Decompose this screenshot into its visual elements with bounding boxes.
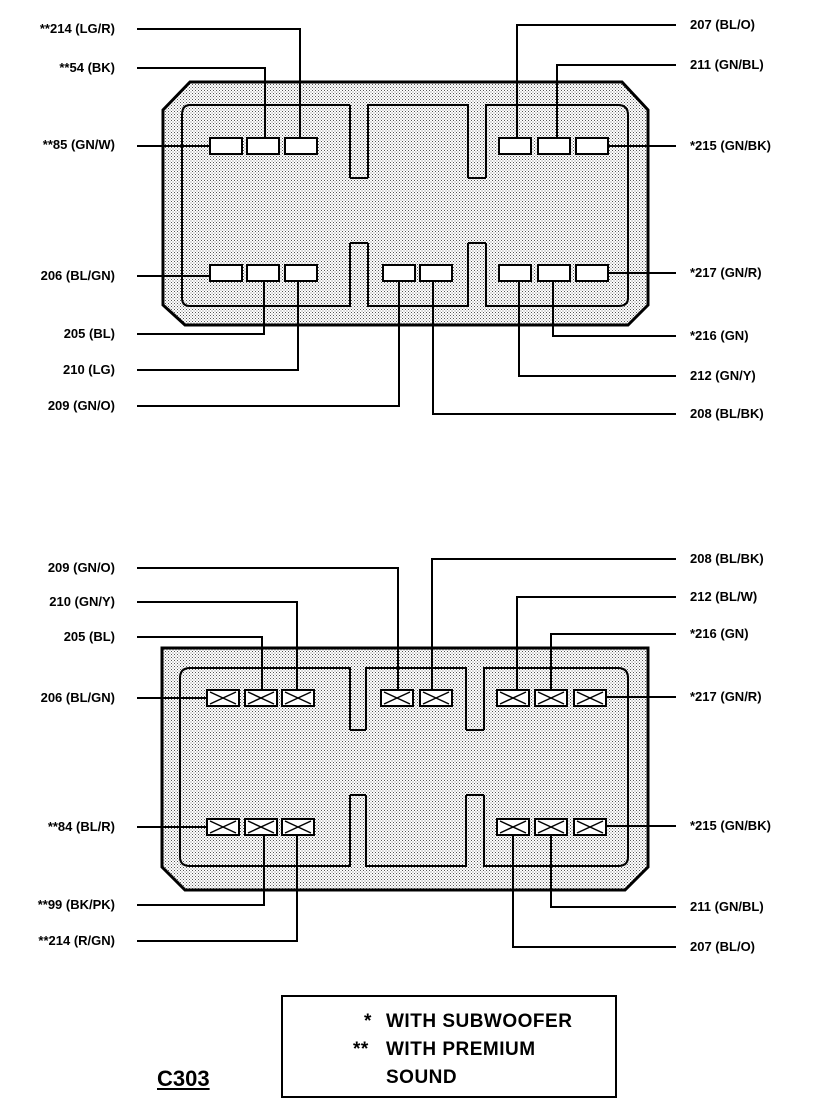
bottom-left-label: 210 (GN/Y) <box>49 594 115 609</box>
terminal-x-mark <box>284 820 312 834</box>
terminal-x-mark <box>499 691 527 705</box>
top-wire-l6 <box>137 281 299 371</box>
terminal-x-mark <box>247 820 275 834</box>
top-inner-center-cavity <box>367 104 469 307</box>
bottom-wire-l1 <box>137 567 399 690</box>
top-terminal <box>537 137 571 155</box>
top-right-label: 211 (GN/BL) <box>690 57 764 72</box>
top-right-label: 207 (BL/O) <box>690 17 755 32</box>
bottom-inner-right-cavity <box>483 667 629 867</box>
top-terminal <box>209 264 243 282</box>
top-wire-l2 <box>137 67 266 138</box>
top-connector-view: **214 (LG/R) **54 (BK) **85 (GN/W) 206 (… <box>40 17 771 421</box>
top-right-label: 212 (GN/Y) <box>690 368 756 383</box>
terminal-x-mark <box>576 691 604 705</box>
terminal-x-mark <box>499 820 527 834</box>
bottom-connector-body <box>160 646 650 892</box>
connector-id: C303 <box>157 1066 210 1091</box>
terminal-x-mark <box>422 691 450 705</box>
top-right-label: *216 (GN) <box>690 328 749 343</box>
bottom-wire-r1 <box>431 558 676 690</box>
top-wire-r5 <box>552 281 676 337</box>
bottom-left-label: **84 (BL/R) <box>48 819 115 834</box>
top-terminal <box>382 264 416 282</box>
terminal-x-mark <box>576 820 604 834</box>
top-right-label: 208 (BL/BK) <box>690 406 764 421</box>
top-wire-r7 <box>432 281 676 415</box>
bottom-right-label: 211 (GN/BL) <box>690 899 764 914</box>
bottom-inner-left-cavity <box>179 667 351 867</box>
top-wire-l1 <box>137 28 301 138</box>
bottom-wire-r7 <box>512 835 676 948</box>
terminal-x-mark <box>209 691 237 705</box>
bottom-left-label: 206 (BL/GN) <box>41 690 115 705</box>
bottom-inner-center-cavity <box>365 667 467 867</box>
bottom-wire-l2 <box>137 601 298 690</box>
top-wire-l7 <box>137 281 400 407</box>
legend-marker: * <box>364 1011 372 1032</box>
legend-premium-text: WITH PREMIUM <box>386 1039 536 1060</box>
bottom-right-label: *215 (GN/BK) <box>690 818 771 833</box>
bottom-wire-l6 <box>137 835 265 906</box>
bottom-right-label: 212 (BL/W) <box>690 589 757 604</box>
top-connector-body <box>161 80 650 327</box>
top-left-label: **54 (BK) <box>59 60 115 75</box>
bottom-wire-r6 <box>550 835 676 908</box>
top-wire-r1 <box>516 24 676 138</box>
top-terminal <box>246 137 280 155</box>
top-left-label: 209 (GN/O) <box>48 398 115 413</box>
top-terminal <box>284 137 318 155</box>
top-left-label: 205 (BL) <box>64 326 115 341</box>
legend-sound-text: SOUND <box>386 1067 458 1088</box>
top-terminal <box>575 264 609 282</box>
bottom-wire-r2 <box>516 596 676 690</box>
bottom-left-label: 205 (BL) <box>64 629 115 644</box>
bottom-wire-r3 <box>550 633 676 690</box>
bottom-left-label: 209 (GN/O) <box>48 560 115 575</box>
top-left-label: 210 (LG) <box>63 362 115 377</box>
terminal-x-mark <box>247 691 275 705</box>
top-left-label: **214 (LG/R) <box>40 21 115 36</box>
top-terminal <box>284 264 318 282</box>
bottom-right-label: *216 (GN) <box>690 626 749 641</box>
terminal-x-mark <box>284 691 312 705</box>
top-terminal <box>419 264 453 282</box>
bottom-right-label: 208 (BL/BK) <box>690 551 764 566</box>
top-right-label: *217 (GN/R) <box>690 265 762 280</box>
bottom-inner-tab-marks <box>350 729 484 796</box>
top-wire-r6 <box>518 281 676 377</box>
top-terminal <box>209 137 243 155</box>
top-inner-right-cavity <box>485 104 629 307</box>
top-inner-tab-marks <box>350 177 486 244</box>
top-left-label: 206 (BL/GN) <box>41 268 115 283</box>
terminal-x-mark <box>537 820 565 834</box>
legend-subwoofer-text: WITH SUBWOOFER <box>386 1011 573 1032</box>
bottom-left-label: **214 (R/GN) <box>38 933 115 948</box>
bottom-right-label: 207 (BL/O) <box>690 939 755 954</box>
top-terminal <box>537 264 571 282</box>
bottom-wire-l7 <box>137 835 298 942</box>
bottom-connector-view: 209 (GN/O) 210 (GN/Y) 205 (BL) 206 (BL/G… <box>38 551 771 954</box>
legend-marker: ** <box>353 1039 369 1060</box>
top-wire-l5 <box>137 281 265 335</box>
top-left-label: **85 (GN/W) <box>43 137 115 152</box>
top-wire-r2 <box>556 64 676 138</box>
top-terminal <box>498 137 532 155</box>
top-right-label: *215 (GN/BK) <box>690 138 771 153</box>
top-inner-left-cavity <box>181 104 351 307</box>
terminal-x-mark <box>209 820 237 834</box>
top-terminal <box>246 264 280 282</box>
legend-box: * WITH SUBWOOFER ** WITH PREMIUM SOUND <box>281 995 617 1098</box>
bottom-left-label: **99 (BK/PK) <box>38 897 115 912</box>
bottom-wire-l3 <box>137 636 263 690</box>
bottom-right-label: *217 (GN/R) <box>690 689 762 704</box>
terminal-x-mark <box>537 691 565 705</box>
terminal-x-mark <box>383 691 411 705</box>
top-terminal <box>498 264 532 282</box>
top-terminal <box>575 137 609 155</box>
